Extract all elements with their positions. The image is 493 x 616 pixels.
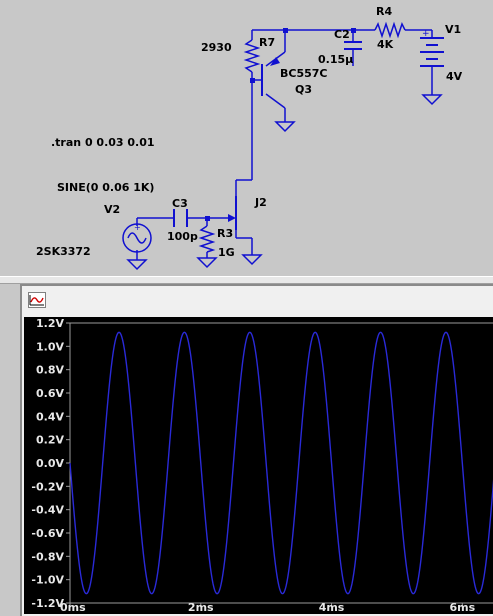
v2-label: V2 <box>104 203 120 216</box>
r7-label: R7 <box>259 36 275 49</box>
y-tick-label: -0.4V <box>31 504 64 517</box>
x-tick-label: 2ms <box>188 601 214 614</box>
y-tick-label: 1.0V <box>36 340 64 353</box>
svg-text:+: + <box>134 223 141 232</box>
j2-model: 2SK3372 <box>36 245 91 258</box>
schematic-drawing: + + R4 4K V1 4V <box>36 5 463 271</box>
waveform-icon[interactable] <box>28 292 46 308</box>
y-tick-label: -1.0V <box>31 574 64 587</box>
svg-text:+: + <box>422 29 430 39</box>
mdi-background <box>0 284 20 616</box>
y-tick-label: -1.2V <box>31 597 64 610</box>
c2-label: C2 <box>334 28 350 41</box>
y-tick-label: 1.2V <box>36 317 64 330</box>
r3-label: R3 <box>217 227 233 240</box>
y-tick-label: -0.8V <box>31 550 64 563</box>
schematic-canvas[interactable]: + + R4 4K V1 4V <box>0 0 493 276</box>
junction-dots <box>205 28 356 221</box>
r7-value: 2930 <box>201 41 232 54</box>
y-tick-label: 0.4V <box>36 410 64 423</box>
tran-directive[interactable]: .tran 0 0.03 0.01 <box>51 136 155 149</box>
voltage-trace[interactable] <box>69 331 493 595</box>
y-tick-label: 0.0V <box>36 457 64 470</box>
r7-resistor-symbol[interactable] <box>243 39 261 73</box>
c3-capacitor-symbol[interactable] <box>173 209 188 227</box>
y-tick-label: 0.2V <box>36 434 64 447</box>
y-tick-label: -0.2V <box>31 480 64 493</box>
y-tick-label: 0.6V <box>36 387 64 400</box>
ground-symbols <box>126 94 443 271</box>
q3-transistor-symbol[interactable] <box>261 57 280 96</box>
q3-model: BC557C <box>280 67 328 80</box>
waveform-plot[interactable]: 1.2V 1.0V 0.8V 0.6V 0.4V 0.2V 0.0V -0.2V -0.4V -0… <box>24 317 493 614</box>
j2-label: J2 <box>254 196 267 209</box>
r3-value: 1G <box>218 246 235 259</box>
x-tick-label: 4ms <box>319 601 345 614</box>
plot-pane[interactable]: 1.2V 1.0V 0.8V 0.6V 0.4V 0.2V 0.0V -0.2V -0.4V -0… <box>24 317 493 614</box>
v1-source-symbol[interactable]: + <box>420 29 444 67</box>
y-tick-label: 0.8V <box>36 364 64 377</box>
x-tick-label: 0ms <box>60 601 86 614</box>
sine-spec[interactable]: SINE(0 0.06 1K) <box>57 181 154 194</box>
x-axis-ticks: 0ms 2ms 4ms 6ms <box>60 601 476 614</box>
waveform-titlebar[interactable] <box>22 286 493 316</box>
y-axis-ticks: 1.2V 1.0V 0.8V 0.6V 0.4V 0.2V 0.0V -0.2V -0.4V -0… <box>31 317 70 610</box>
waveform-window[interactable]: 1.2V 1.0V 0.8V 0.6V 0.4V 0.2V 0.0V -0.2V -0.4V -0… <box>20 284 493 616</box>
j2-jfet-symbol[interactable] <box>228 196 237 230</box>
r4-resistor-symbol[interactable] <box>374 21 406 39</box>
q3-label: Q3 <box>295 83 312 96</box>
c2-capacitor-symbol[interactable] <box>344 41 362 50</box>
r3-resistor-symbol[interactable] <box>198 225 216 253</box>
r4-label: R4 <box>376 5 392 18</box>
c3-label: C3 <box>172 197 188 210</box>
c2-value: 0.15µ <box>318 53 353 66</box>
y-tick-label: -0.6V <box>31 527 64 540</box>
c3-value: 100p <box>167 230 198 243</box>
x-tick-label: 6ms <box>449 601 475 614</box>
v1-value: 4V <box>446 70 463 83</box>
r4-value: 4K <box>377 38 394 51</box>
wires <box>136 29 433 260</box>
v1-label: V1 <box>445 23 461 36</box>
v2-source-symbol[interactable]: + <box>122 223 152 253</box>
pane-splitter[interactable] <box>0 276 493 284</box>
